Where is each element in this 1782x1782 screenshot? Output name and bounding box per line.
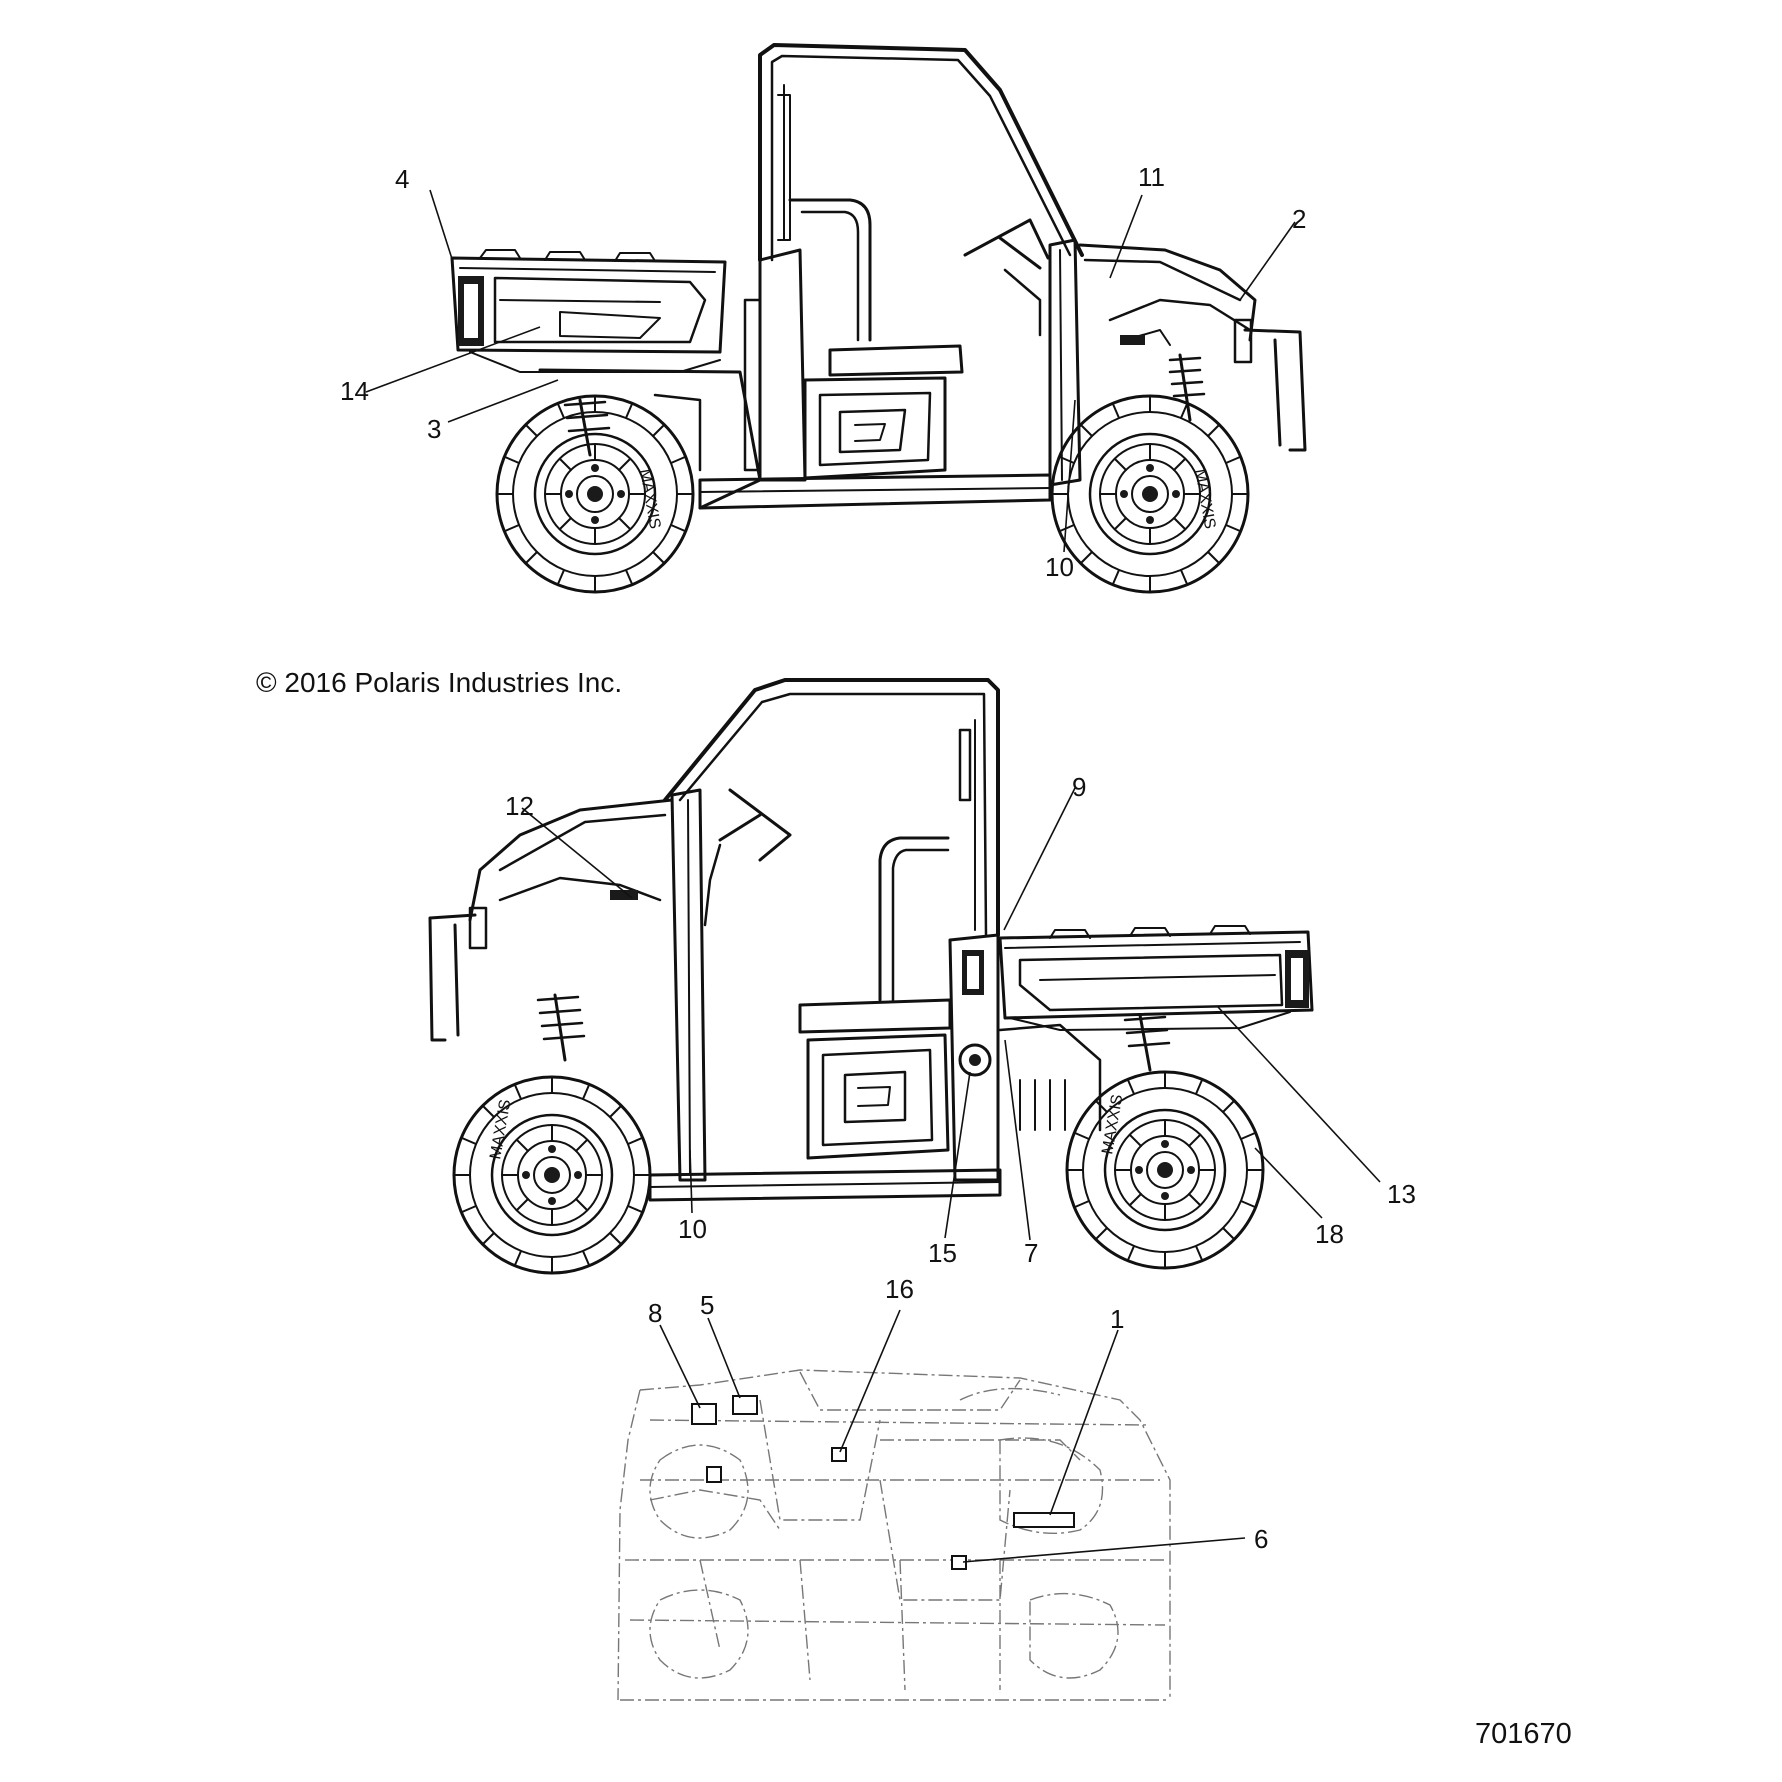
callout-9: 9 bbox=[1072, 772, 1086, 802]
callout-15: 15 bbox=[928, 1238, 957, 1268]
callout-3: 3 bbox=[427, 414, 441, 444]
callout-2: 2 bbox=[1292, 204, 1306, 234]
tire-brand-text-front-left: MAXXIS bbox=[487, 1098, 514, 1161]
decal-16-location bbox=[831, 1447, 847, 1462]
callout-4: 4 bbox=[395, 164, 409, 194]
callout-8: 8 bbox=[648, 1298, 662, 1328]
decal-1-location bbox=[1013, 1512, 1075, 1528]
callout-13: 13 bbox=[1387, 1179, 1416, 1209]
callout-10-bottom: 10 bbox=[678, 1214, 707, 1244]
callout-18: 18 bbox=[1315, 1219, 1344, 1249]
vehicle-left-side-view: MAXXIS MAXXIS bbox=[428, 678, 1314, 1275]
decal-8-location bbox=[691, 1403, 717, 1425]
callout-14: 14 bbox=[340, 376, 369, 406]
callout-10-top: 10 bbox=[1045, 552, 1074, 582]
tire-brand-text-front: MAXXIS bbox=[1191, 468, 1218, 531]
callout-12: 12 bbox=[505, 791, 534, 821]
vehicle-top-view-dashed bbox=[617, 1369, 1171, 1701]
callout-1: 1 bbox=[1110, 1304, 1124, 1334]
callout-7: 7 bbox=[1024, 1238, 1038, 1268]
tire-brand-text-rear-left: MAXXIS bbox=[1099, 1093, 1126, 1156]
copyright-text: © 2016 Polaris Industries Inc. bbox=[256, 667, 623, 698]
leader-lines bbox=[365, 189, 1381, 1563]
drawing-number: 701670 bbox=[1475, 1718, 1572, 1750]
decal-5-location bbox=[732, 1395, 758, 1415]
callout-5: 5 bbox=[700, 1290, 714, 1320]
callout-labels: 4 14 3 11 2 10 12 9 13 18 10 15 7 8 5 16… bbox=[340, 162, 1416, 1554]
decal-location-small bbox=[706, 1466, 722, 1483]
callout-6: 6 bbox=[1254, 1524, 1268, 1554]
callout-11: 11 bbox=[1138, 162, 1165, 192]
vehicle-right-side-view: MAXXIS MAXXIS bbox=[450, 43, 1307, 594]
callout-16: 16 bbox=[885, 1274, 914, 1304]
tire-brand-text-rear: MAXXIS bbox=[636, 468, 663, 531]
